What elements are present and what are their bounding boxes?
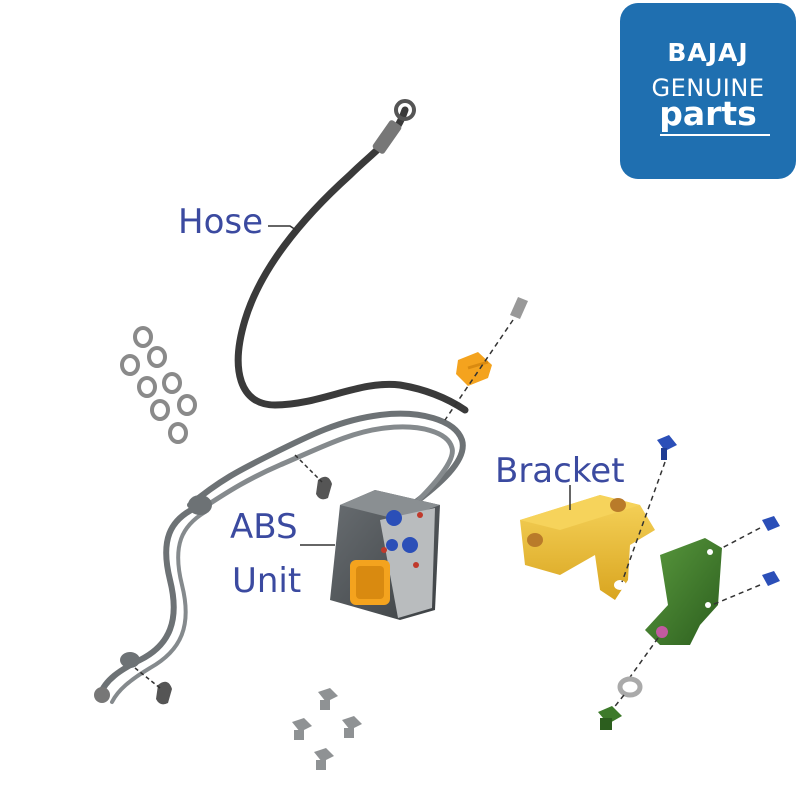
sealing-washers [120,326,197,444]
brake-pipes [94,410,466,704]
rubber-damper [444,297,528,421]
logo-brand-text: BAJAJ [667,38,749,67]
abs-port [402,537,418,553]
hose [234,99,469,414]
blue-bolts [621,435,780,606]
bajaj-genuine-parts-logo: BAJAJ GENUINE parts [620,3,796,179]
abs-unit-label-line1: ABS [230,507,298,547]
bracket-label: Bracket [495,451,625,491]
bracket-yellow [520,495,655,600]
mounting-pin [510,297,528,319]
washer-and-bolt [598,637,659,730]
hose-label: Hose [178,202,263,242]
logo-genuine-text: GENUINE [651,74,765,102]
pipe-clip [120,652,140,668]
pipe-end-fitting [94,687,110,703]
hose-leader [268,225,297,231]
leader-lines [268,225,571,546]
logo-underline [660,134,770,136]
hose-banjo-eye [394,99,416,121]
abs-port [386,510,402,526]
grey-bolts [292,688,362,770]
pipe-clamps [134,454,332,705]
bolt [657,435,677,460]
bolt [762,516,780,531]
logo-parts-text: parts [659,94,757,133]
bracket-green [645,538,722,645]
hose-fitting [372,120,402,154]
abs-unit-label-line2: Unit [232,561,302,601]
pipe-union [188,495,212,515]
abs-unit [330,490,440,620]
bolt [762,571,780,586]
